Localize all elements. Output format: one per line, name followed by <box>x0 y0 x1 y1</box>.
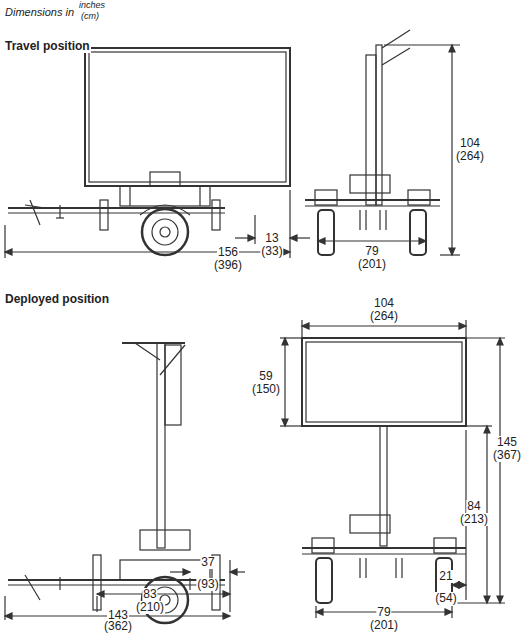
dimension: (210) <box>135 601 165 614</box>
dimension: (150) <box>251 383 281 396</box>
dimension: 37 <box>200 556 215 569</box>
travel-rear-view <box>305 30 460 255</box>
dimension: 21 <box>438 570 453 583</box>
view-heading: Travel position <box>4 40 91 53</box>
dimension: 84 <box>466 500 481 513</box>
deployed-rear-view <box>280 320 505 618</box>
dimension: 79 <box>364 245 379 258</box>
dimension: (264) <box>455 150 485 163</box>
dimension: 13 <box>264 232 279 245</box>
dimension: (93) <box>196 578 219 591</box>
dimension: 145 <box>496 436 518 449</box>
dimension: 59 <box>258 370 273 383</box>
dimension: 79 <box>376 606 391 619</box>
units-note: (cm) <box>80 11 100 21</box>
dimension: 156 <box>217 246 239 259</box>
dimension: (54) <box>434 592 457 605</box>
view-heading: Deployed position <box>4 293 110 306</box>
dimension: (396) <box>213 259 243 272</box>
dimension: 104 <box>459 137 481 150</box>
units-note: Dimensions in <box>4 6 75 19</box>
dimension: (264) <box>369 310 399 323</box>
dimension: (362) <box>103 620 133 633</box>
dimension: 104 <box>373 297 395 310</box>
dimension: (201) <box>369 619 399 632</box>
deployed-side-view <box>5 343 245 623</box>
dimension: (367) <box>492 449 522 462</box>
units-note: inches <box>78 0 106 10</box>
dimension: 83 <box>142 588 157 601</box>
travel-side-view <box>5 48 310 258</box>
dimension: (201) <box>357 258 387 271</box>
dimension: (213) <box>459 513 489 526</box>
dimension: (33) <box>260 245 283 258</box>
